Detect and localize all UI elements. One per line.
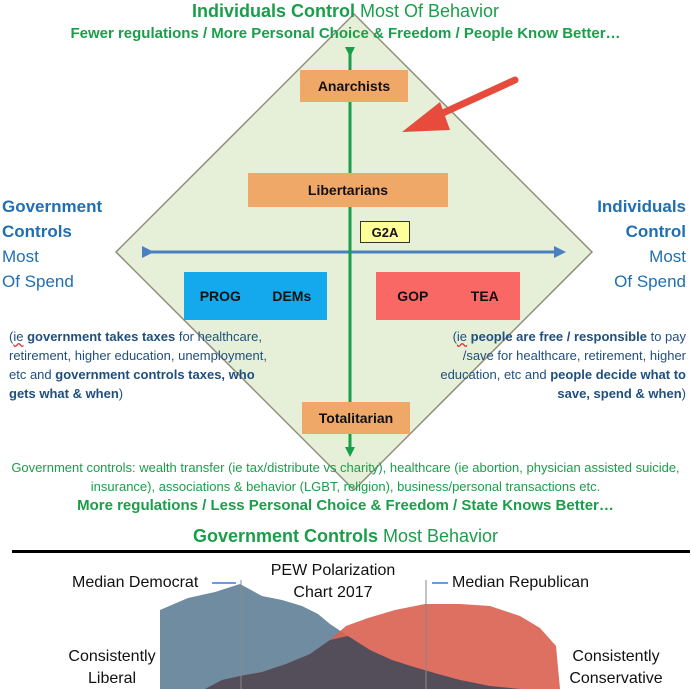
median-democrat-label: Median Democrat <box>72 574 199 591</box>
section-divider <box>12 550 690 553</box>
bottom-subtitle: More regulations / Less Personal Choice … <box>77 497 614 514</box>
pew-chart-title: PEW Polarization Chart 2017 <box>258 560 408 604</box>
government-controls-note: Government controls: wealth transfer (ie… <box>11 460 680 494</box>
left-label-line4: Of Spend <box>2 272 74 291</box>
top-title: Individuals Control Most Of Behavior <box>0 1 691 22</box>
gop-label: GOP <box>397 288 429 304</box>
consistently-liberal-label: Consistently Liberal <box>66 646 158 690</box>
totalitarian-box: Totalitarian <box>302 402 410 434</box>
conservative-line2: Conservative <box>569 670 663 687</box>
dems-label: DEMs <box>272 288 312 304</box>
right-label-line3: Most <box>649 247 686 266</box>
right-note-emph2: people decide what to save, spend & when <box>550 367 686 401</box>
bottom-title-rest: Most Behavior <box>377 526 499 546</box>
tea-label: TEA <box>470 288 499 304</box>
right-note-ie: ie <box>456 329 468 344</box>
left-explanation: (ie government takes taxes for healthcar… <box>9 327 279 403</box>
left-note-emph1: government takes taxes <box>27 329 176 344</box>
top-subtitle: Fewer regulations / More Personal Choice… <box>70 25 621 42</box>
conservative-line1: Consistently <box>572 648 660 665</box>
pew-distribution <box>160 580 560 689</box>
libertarians-box: Libertarians <box>248 173 448 207</box>
overlap-area <box>205 636 520 689</box>
left-axis-label: Government Controls Most Of Spend <box>2 194 132 294</box>
top-title-rest: Most Of Behavior <box>354 1 500 21</box>
consistently-conservative-label: Consistently Conservative <box>568 646 664 690</box>
right-note-body: to pay /save for healthcare, retirement,… <box>440 329 686 382</box>
pew-title-line2: Chart 2017 <box>293 584 373 601</box>
pew-title-line1: PEW Polarization <box>270 562 396 579</box>
right-explanation: (ie people are free / responsible to pay… <box>436 327 686 403</box>
right-label-line2: Control <box>625 222 686 241</box>
left-note-close: ) <box>118 386 124 401</box>
right-label-line4: Of Spend <box>614 272 686 291</box>
left-note-emph2: government controls taxes, who gets what… <box>9 367 255 401</box>
g2a-box: G2A <box>360 221 410 243</box>
gop-tea-box: GOP TEA <box>376 272 520 320</box>
right-label-line1: Individuals <box>597 197 686 216</box>
right-note-open: ( <box>452 329 457 344</box>
red-pointer-arrow <box>402 76 519 132</box>
bottom-title: Government Controls Most Behavior <box>0 526 691 547</box>
left-note-open: ( <box>9 329 14 344</box>
anarchists-box: Anarchists <box>300 70 408 102</box>
right-axis-label: Individuals Control Most Of Spend <box>556 194 686 294</box>
right-note-emph1: people are free / responsible <box>470 329 647 344</box>
median-republican-label: Median Republican <box>452 574 589 591</box>
liberal-line1: Consistently <box>68 648 156 665</box>
bottom-title-bold: Government Controls <box>192 526 378 546</box>
left-note-body: for healthcare, retirement, higher educa… <box>9 329 267 382</box>
left-label-line3: Most <box>2 247 39 266</box>
right-note-close: ) <box>681 386 686 401</box>
left-note-ie: ie <box>13 329 24 344</box>
left-label-line1: Government <box>2 197 103 216</box>
prog-label: PROG <box>199 288 241 304</box>
top-title-bold: Individuals Control <box>191 1 355 21</box>
prog-dems-box: PROG DEMs <box>184 272 327 320</box>
liberal-line2: Liberal <box>87 670 137 687</box>
left-label-line2: Controls <box>2 222 72 241</box>
